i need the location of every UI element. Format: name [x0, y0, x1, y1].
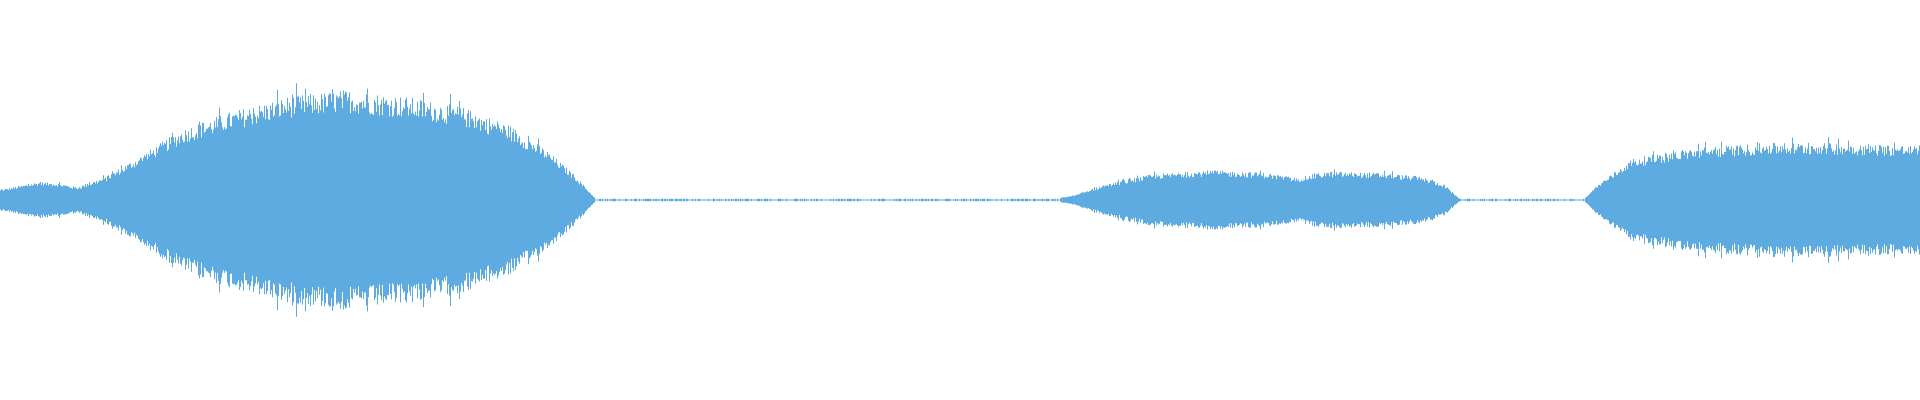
waveform-bars	[0, 83, 1920, 317]
